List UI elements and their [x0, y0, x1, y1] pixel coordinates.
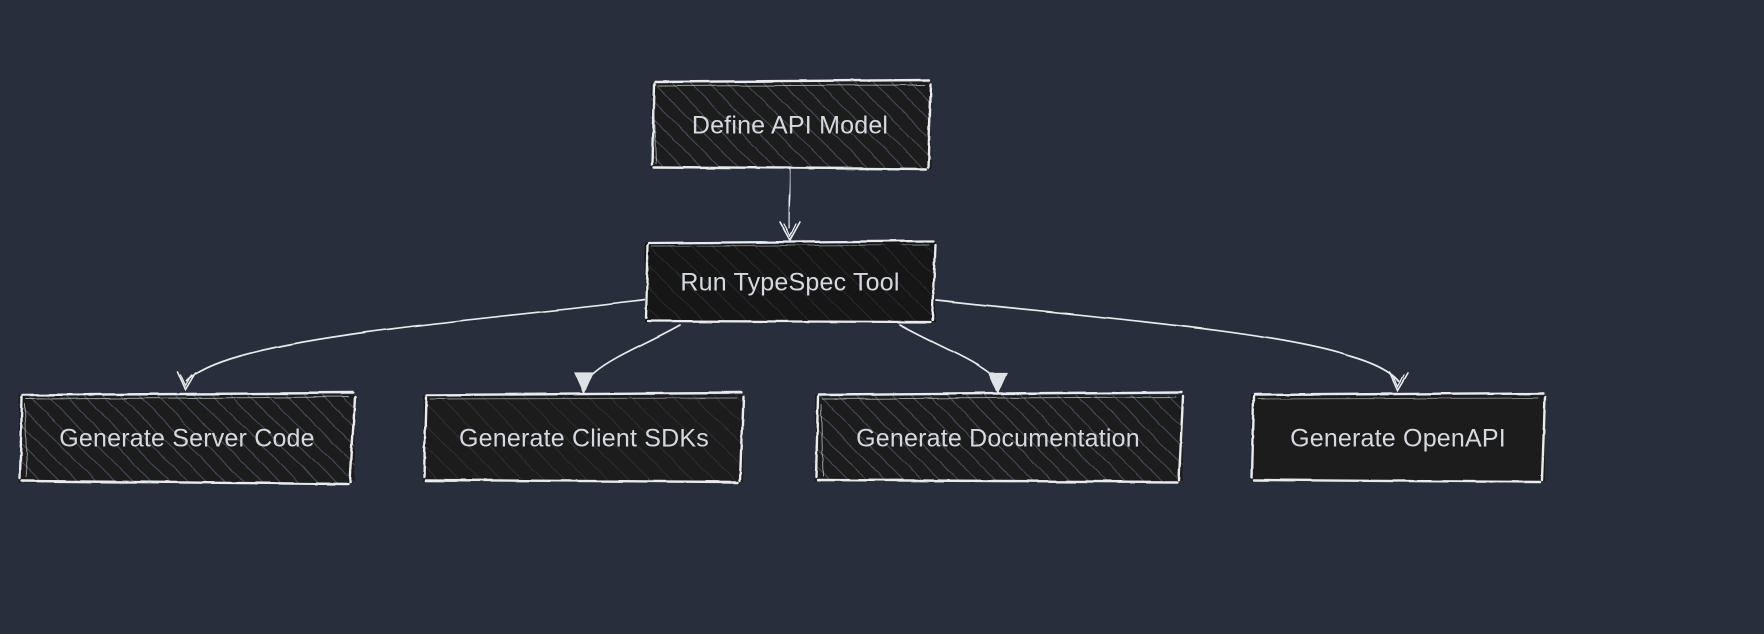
node-generate-documentation[interactable]: Generate Documentation — [814, 390, 1185, 484]
node-run-typespec-tool[interactable]: Run TypeSpec Tool — [644, 239, 937, 324]
node-label-run-typespec-tool: Run TypeSpec Tool — [680, 269, 899, 297]
edge-run-to-server — [177, 299, 646, 392]
edge-define-to-run — [779, 167, 801, 242]
node-generate-server-code[interactable]: Generate Server Code — [18, 391, 357, 486]
node-define-api-model[interactable]: Define API Model — [650, 78, 933, 171]
node-generate-openapi[interactable]: Generate OpenAPI — [1250, 391, 1547, 484]
node-label-generate-server-code: Generate Server Code — [59, 425, 315, 453]
node-label-define-api-model: Define API Model — [692, 112, 888, 140]
node-generate-client-sdks[interactable]: Generate Client SDKs — [422, 391, 745, 484]
node-label-generate-documentation: Generate Documentation — [856, 425, 1140, 453]
edges-layer — [177, 167, 1409, 395]
edge-run-to-docs — [899, 324, 1008, 395]
node-label-generate-openapi: Generate OpenAPI — [1290, 425, 1506, 453]
edge-run-to-client — [574, 324, 681, 395]
edge-run-to-openapi — [935, 299, 1409, 392]
node-label-generate-client-sdks: Generate Client SDKs — [459, 425, 709, 453]
